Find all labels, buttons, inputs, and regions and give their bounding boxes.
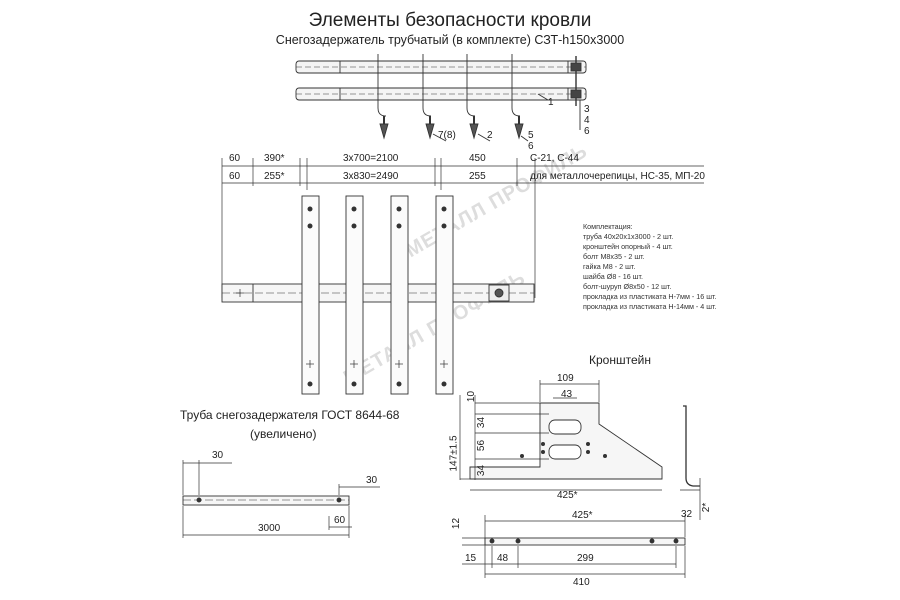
dim-row2-2490: 3х830=2490: [343, 171, 399, 182]
dim-row2-note: для металлочерепицы, НС-35, МП-20: [530, 171, 705, 182]
pipe-detail: [182, 460, 380, 538]
plan-dim-15: 15: [465, 553, 477, 564]
bracket-dim-425: 425*: [557, 490, 578, 501]
plan-dim-299: 299: [577, 553, 594, 564]
callout-3: 3: [584, 104, 590, 115]
bracket-dim-10: 10: [466, 390, 478, 403]
bracket-dim-56: 56: [476, 439, 488, 452]
callout-6-right: 6: [584, 126, 590, 137]
bracket-detail: [459, 380, 701, 578]
bracket-hook-4: [511, 54, 524, 140]
callout-1: 1: [548, 97, 554, 108]
plan-dim-12: 12: [451, 517, 463, 530]
bracket-dim-34a: 34: [476, 416, 488, 429]
pipe-dim-60: 60: [334, 515, 346, 526]
kit-item: гайка М8 - 2 шт.: [583, 262, 636, 271]
pipe-dim-30-right: 30: [366, 475, 378, 486]
dimension-lines: [221, 158, 704, 298]
bracket-dim-43: 43: [561, 389, 573, 400]
kit-list: Комплектация: труба 40х20х1х3000 - 2 шт.…: [583, 222, 717, 312]
kit-item: труба 40х20х1х3000 - 2 шт.: [583, 232, 674, 241]
callout-4: 4: [584, 115, 590, 126]
top-assembly-view: [295, 54, 587, 142]
pipe-dim-3000: 3000: [258, 523, 281, 534]
bracket-hook-3: [466, 54, 479, 140]
pipe-detail-subtitle: (увеличено): [250, 427, 317, 441]
plan-dim-425: 425*: [572, 510, 593, 521]
dim-row1-390: 390*: [264, 153, 285, 164]
dim-row1-60: 60: [229, 153, 241, 164]
dim-row1-450: 450: [469, 153, 486, 164]
bracket-title: Кронштейн: [589, 353, 651, 367]
kit-item: прокладка из пластиката Н-14мм - 4 шт.: [583, 302, 717, 311]
bracket-dim-32: 32: [681, 509, 693, 520]
dim-row1-2100: 3х700=2100: [343, 153, 399, 164]
dim-row1-note: С-21, С-44: [530, 153, 579, 164]
page-title: Элементы безопасности кровли: [308, 10, 592, 31]
kit-item: шайба Ø8 - 16 шт.: [583, 272, 643, 281]
bracket-dim-109: 109: [557, 373, 574, 384]
kit-item: болт-шуруп Ø8х50 - 12 шт.: [583, 282, 672, 291]
pipe-detail-title: Труба снегозадержателя ГОСТ 8644-68: [180, 408, 400, 422]
callout-2: 2: [487, 130, 493, 141]
bracket-hook-1: [377, 54, 389, 140]
dim-row2-60: 60: [229, 171, 241, 182]
kit-item: кронштейн опорный - 4 шт.: [583, 242, 673, 251]
kit-title: Комплектация:: [583, 222, 633, 231]
bracket-dim-2: 2*: [701, 502, 713, 513]
callout-7-8: 7(8): [438, 130, 456, 141]
bracket-hook-2: [422, 54, 435, 140]
kit-item: болт М8х35 - 2 шт.: [583, 252, 645, 261]
plan-dim-48: 48: [497, 553, 509, 564]
callout-6: 6: [528, 141, 534, 152]
page-subtitle: Снегозадержатель трубчатый (в комплекте)…: [275, 33, 625, 47]
bracket-dim-34b: 34: [476, 464, 488, 477]
bracket-dim-147: 147±1.5: [448, 435, 460, 472]
plan-view: [221, 195, 535, 395]
plan-dim-410: 410: [573, 577, 590, 588]
dim-row2-255: 255*: [264, 171, 285, 182]
callout-5: 5: [528, 130, 534, 141]
dim-row2-255b: 255: [469, 171, 486, 182]
kit-item: прокладка из пластиката Н-7мм - 16 шт.: [583, 292, 717, 301]
pipe-dim-30-left: 30: [212, 450, 224, 461]
